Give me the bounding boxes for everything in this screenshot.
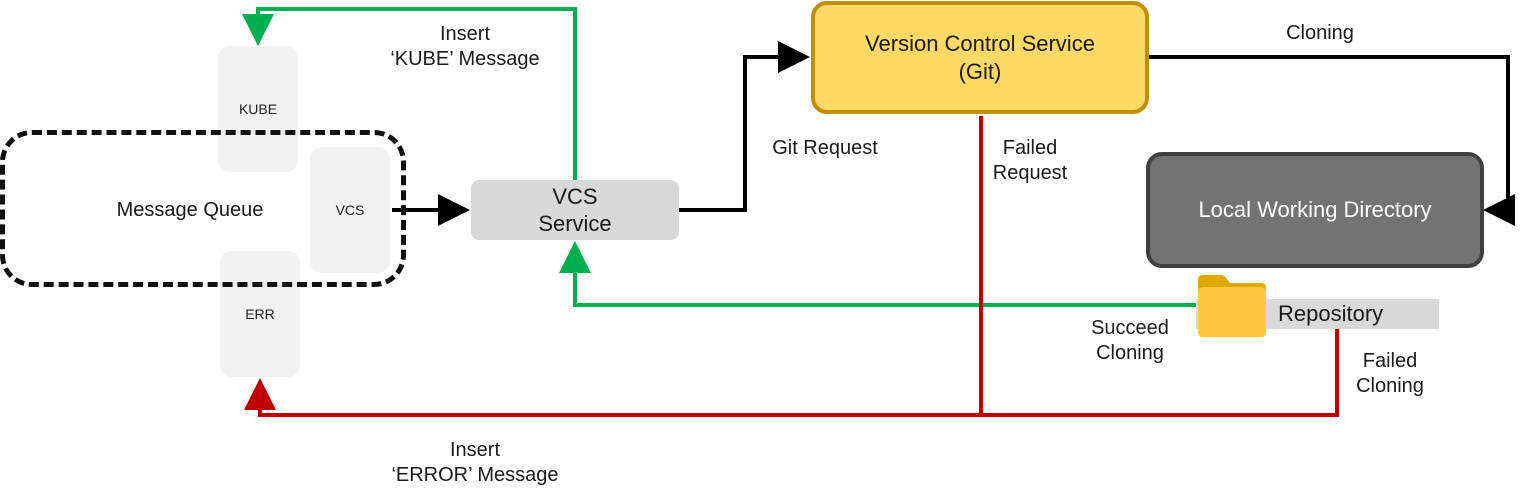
queue-slot-err: ERR: [220, 251, 300, 377]
queue-slot-err-label: ERR: [245, 306, 275, 322]
queue-slot-vcs-label: VCS: [335, 202, 365, 218]
message-queue: [0, 130, 406, 287]
insert-kube-label: Insert ‘KUBE’ Message: [390, 23, 540, 70]
local-working-directory-label: Local Working Directory: [1198, 197, 1432, 222]
git-request-arrow: [679, 41, 810, 212]
repository-label: Repository: [1278, 301, 1384, 326]
cloning-arrow: [1149, 55, 1515, 226]
message-queue-label: Message Queue: [116, 199, 264, 221]
insert-error-arrow: [244, 378, 981, 417]
queue-slot-kube-label: KUBE: [238, 101, 278, 117]
failed-cloning-line: [981, 328, 1339, 417]
git-request-label: Git Request: [772, 137, 878, 159]
failed-request-label: Failed Request: [992, 137, 1068, 184]
failed-cloning-label: Failed Cloning: [1356, 350, 1424, 397]
vcs-service-node: VCS Service: [471, 180, 679, 240]
local-working-directory-node: Local Working Directory: [1146, 152, 1484, 268]
insert-error-label: Insert ‘ERROR’ Message: [391, 439, 559, 486]
succeed-cloning-label: Succeed Cloning: [1091, 317, 1169, 364]
succeed-cloning-arrow: [559, 241, 1196, 307]
version-control-service-node: Version Control Service (Git): [811, 1, 1149, 114]
folder-icon: [1198, 275, 1266, 337]
queue-slot-vcs: VCS: [310, 147, 390, 273]
queue-slot-kube: KUBE: [218, 46, 298, 172]
vcs-service-label: VCS Service: [538, 184, 612, 236]
insert-kube-arrow: [242, 7, 577, 180]
cloning-label: Cloning: [1286, 22, 1354, 44]
version-control-service-label: Version Control Service (Git): [865, 30, 1095, 84]
